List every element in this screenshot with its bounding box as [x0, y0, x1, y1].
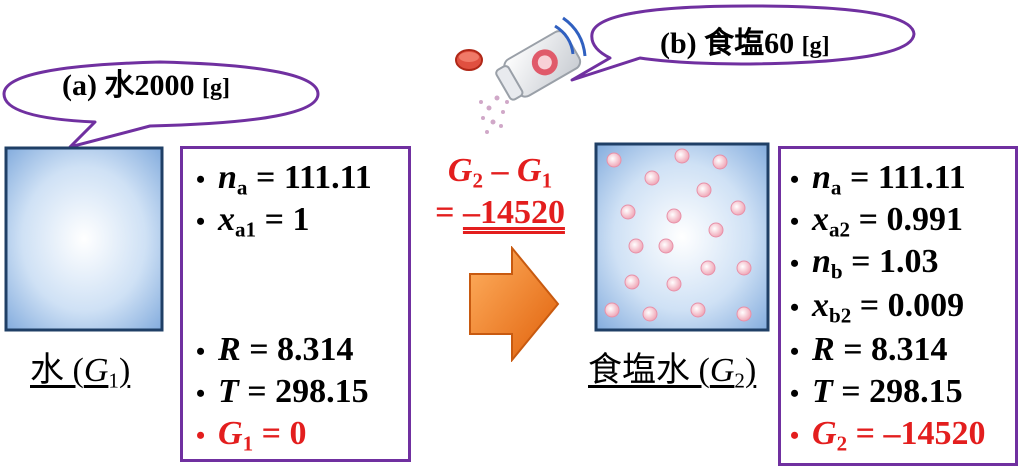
speech-bubble-b: [570, 4, 916, 82]
param-G1: •G1 = 0: [196, 415, 307, 456]
param-na: •na = 111.11: [196, 159, 372, 200]
salt-water-box: [594, 142, 770, 332]
param-G2: •G2 = –14520: [790, 415, 986, 456]
delta-g-value: = –14520: [435, 194, 565, 231]
param-T-2: •T = 298.15: [790, 373, 963, 410]
water-caption: 水 (G1): [30, 352, 131, 393]
param-xb2: •xb2 = 0.009: [790, 287, 965, 328]
speech-bubble-a: [2, 60, 320, 148]
param-xa2: •xa2 = 0.991: [790, 201, 963, 242]
transition-arrow-icon: [469, 246, 560, 362]
salt-shaker-icon: [455, 16, 587, 134]
delta-g-expression: G2 – G1: [447, 152, 553, 193]
water-parameter-panel: [180, 146, 411, 462]
param-R-2: •R = 8.314: [790, 331, 948, 368]
water-box: [4, 146, 164, 332]
bubble-a-text: (a) 水2000 [g]: [62, 69, 230, 102]
salt-water-caption: 食塩水 (G2): [588, 352, 757, 393]
param-xa1: •xa1 = 1: [196, 201, 310, 242]
param-na-2: •na = 111.11: [790, 159, 966, 200]
param-nb: •nb = 1.03: [790, 243, 939, 284]
param-R: •R = 8.314: [196, 331, 354, 368]
salt-water-parameter-panel: [778, 146, 1018, 466]
param-T: •T = 298.15: [196, 373, 369, 410]
bubble-b-text: (b) 食塩60 [g]: [660, 27, 830, 60]
